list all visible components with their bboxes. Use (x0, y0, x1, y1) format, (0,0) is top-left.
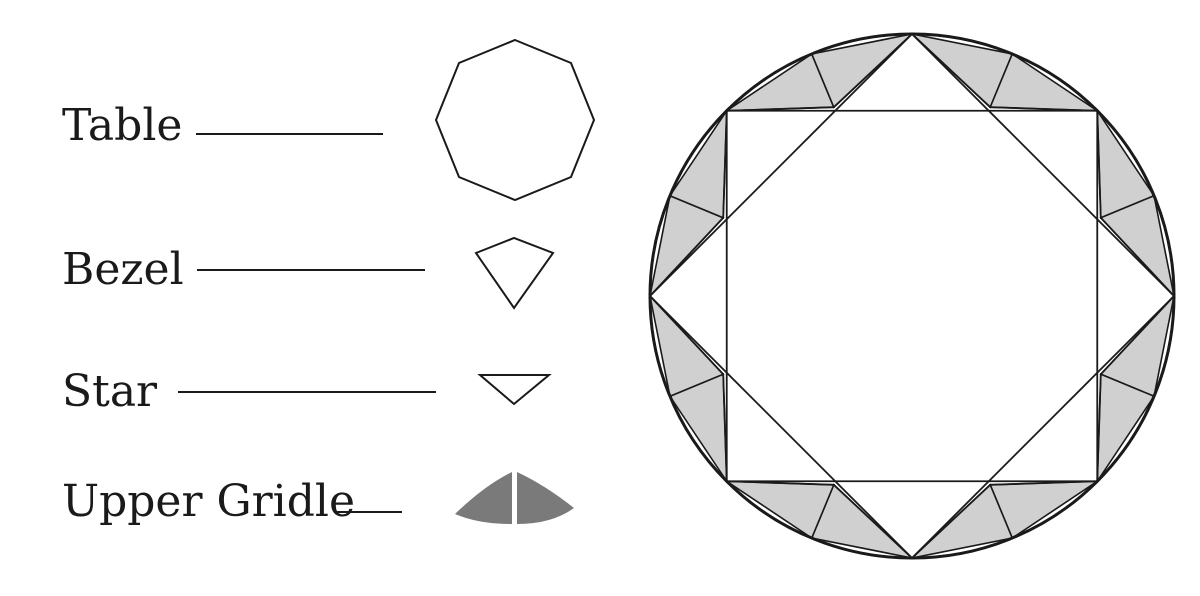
label-bezel: Bezel (62, 244, 184, 295)
leader-line-star (178, 391, 436, 393)
bezel-facet-edge (911, 33, 991, 108)
bezel-facet-edge (990, 480, 1098, 486)
table-facet-icon (434, 38, 596, 202)
facet-lines (649, 33, 1175, 559)
leader-line-bezel (197, 269, 425, 271)
bezel-facet-edge (726, 106, 834, 112)
bezel-facet-icon (474, 236, 555, 310)
bezel-facet-edge (1100, 295, 1175, 375)
star-facet-edge (911, 33, 1175, 297)
bezel-facet-edge (649, 295, 724, 375)
upper-girdle-facet-icon (455, 472, 574, 524)
girdle-outline (650, 34, 1174, 558)
leader-line-table (196, 133, 383, 135)
bezel-facet-edge (1100, 217, 1175, 297)
bezel-facet-edge (1096, 374, 1102, 482)
bezel-facet-edge (911, 484, 991, 559)
bezel-facet-edge (990, 106, 1098, 112)
bezel-facet-edge (833, 484, 913, 559)
star-facet-edge (911, 295, 1175, 559)
round-brilliant-diagram (648, 32, 1176, 560)
bezel-facet-edge (649, 217, 724, 297)
upper-girdle-facets (648, 32, 1176, 560)
star-facet-edge (649, 295, 913, 559)
label-upper-girdle: Upper Gridle (62, 476, 356, 527)
star-facet-edge (649, 33, 913, 297)
label-star: Star (62, 366, 158, 417)
label-table: Table (62, 100, 183, 151)
bezel-facet-edge (726, 480, 834, 486)
bezel-facet-edge (1096, 110, 1102, 218)
bezel-facet-edge (722, 374, 728, 482)
bezel-facet-edge (722, 110, 728, 218)
star-facet-icon (477, 374, 552, 406)
leader-line-upper-girdle (334, 511, 402, 513)
bezel-facet-edge (833, 33, 913, 108)
